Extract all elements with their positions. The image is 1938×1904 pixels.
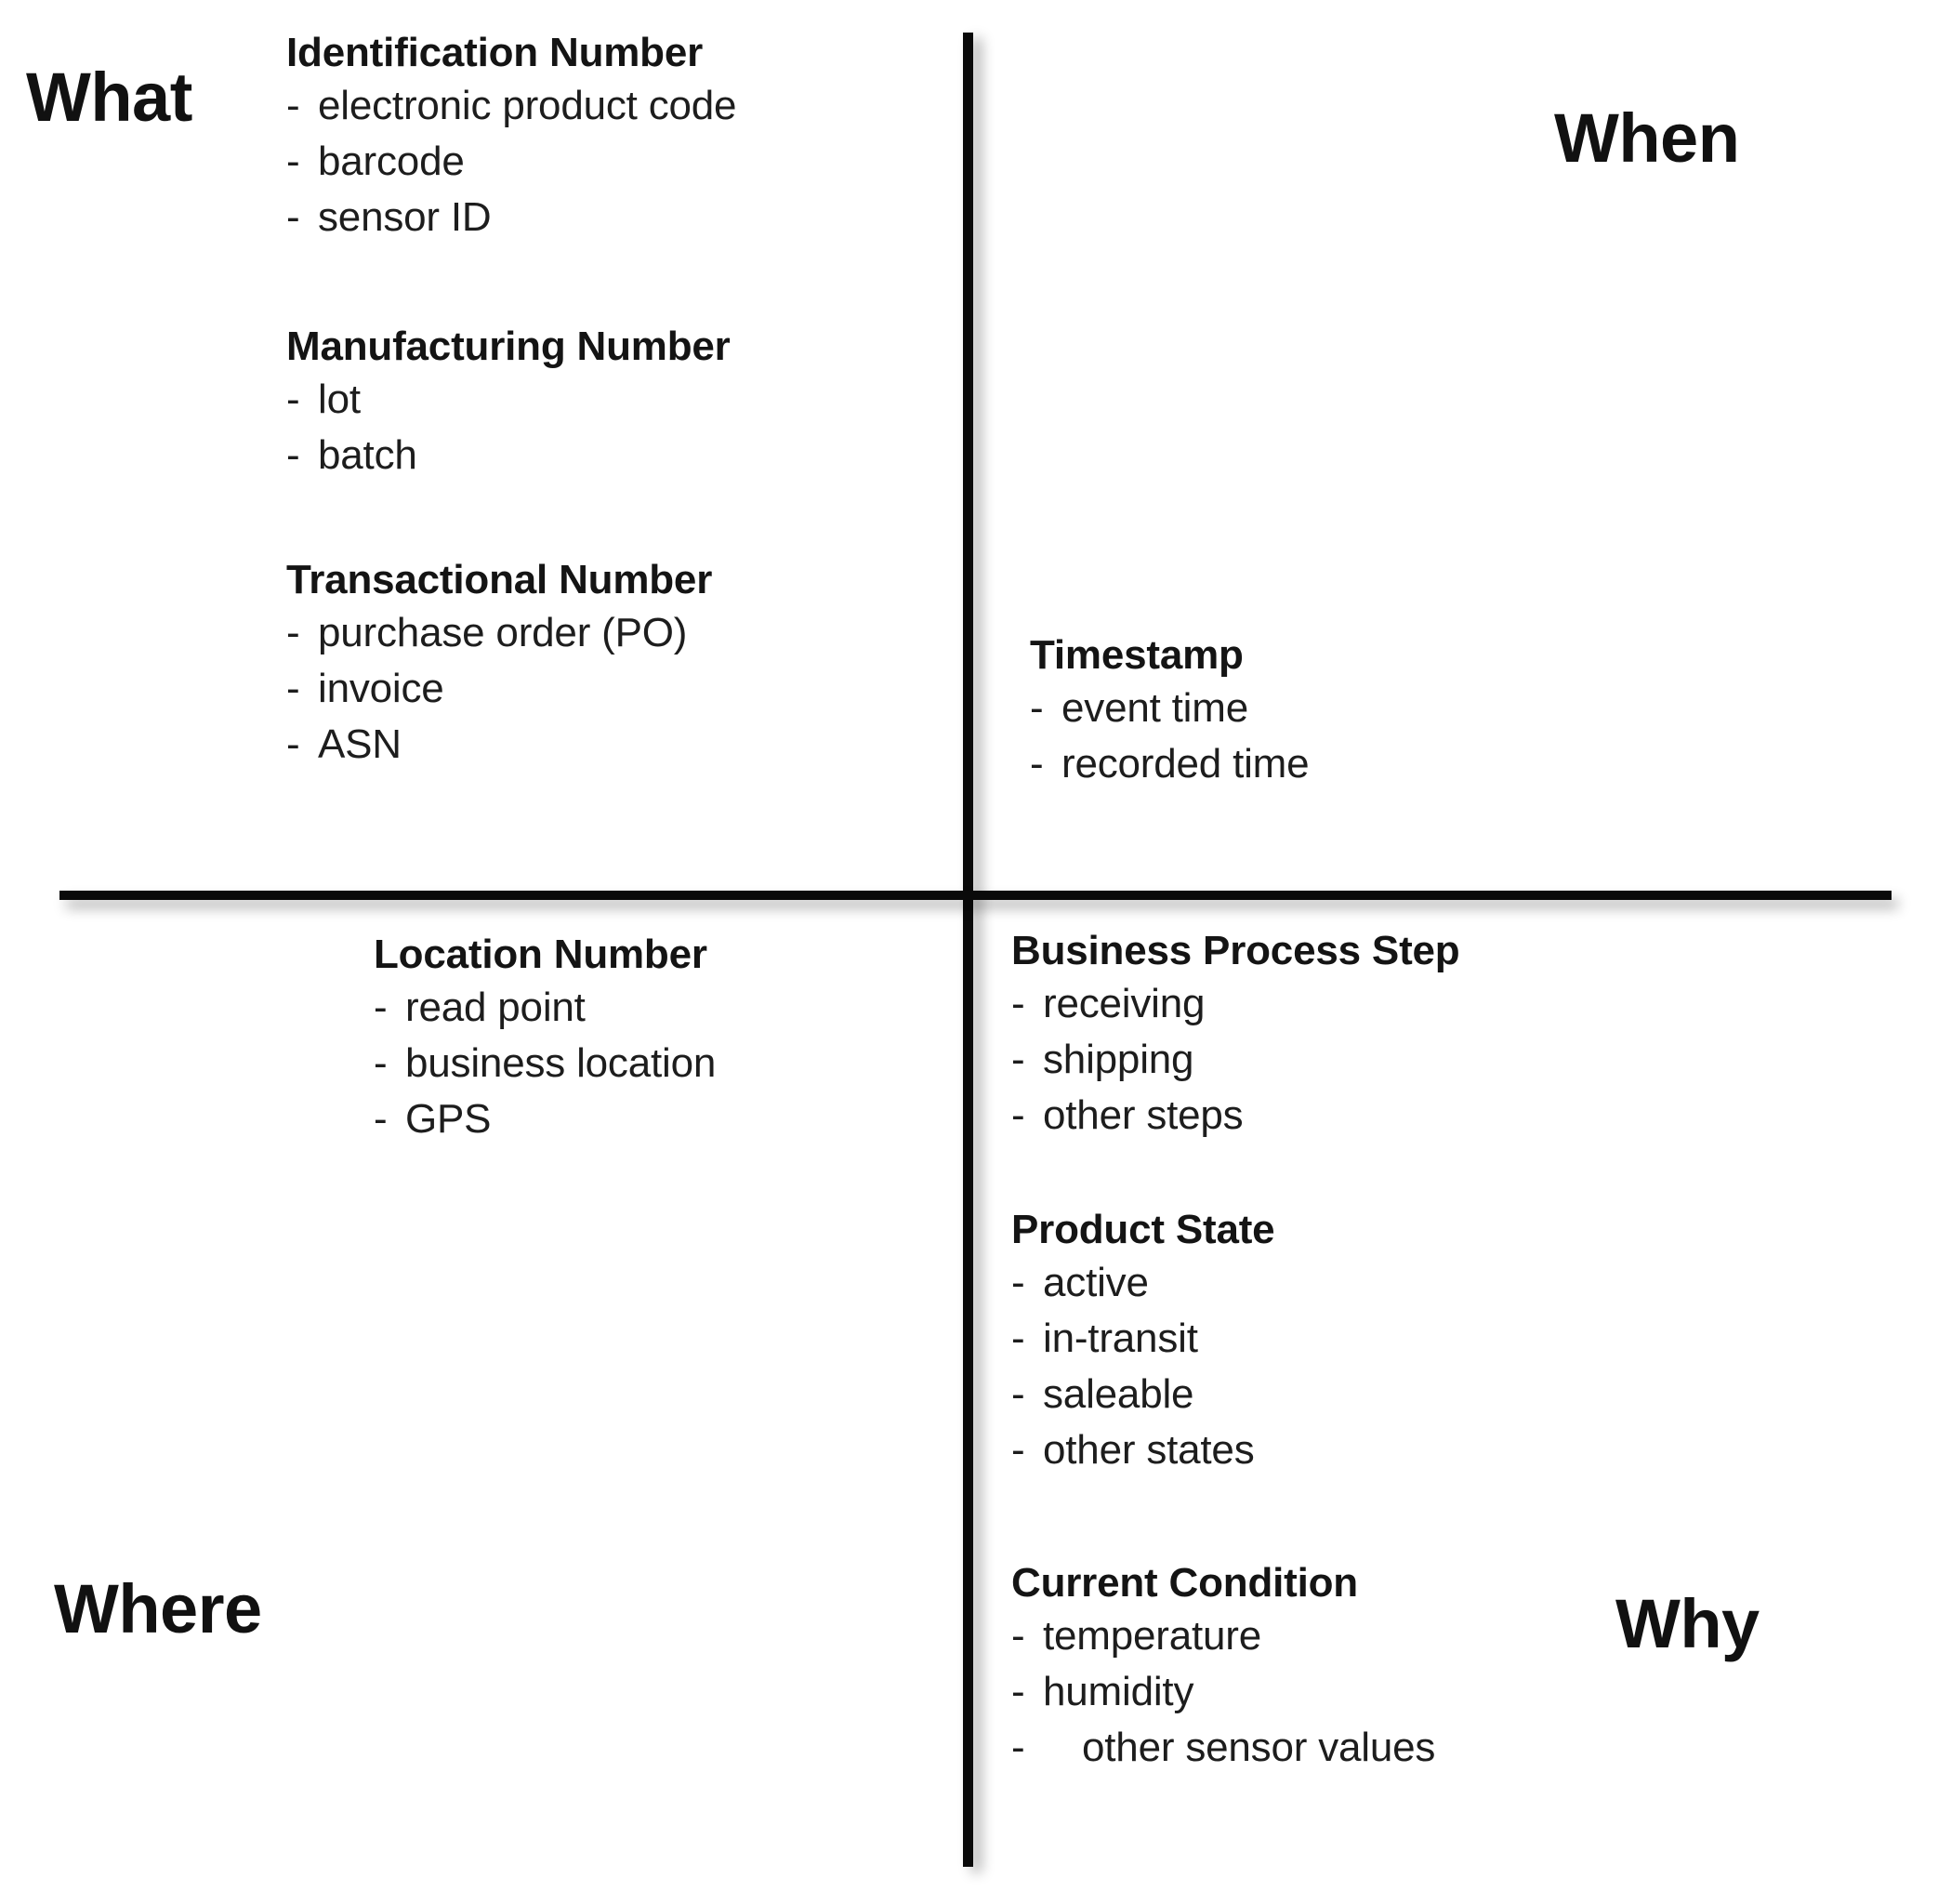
list-item: -other steps bbox=[1011, 1088, 1459, 1144]
list-item-label: in-transit bbox=[1043, 1316, 1198, 1361]
bullet-dash: - bbox=[1030, 741, 1044, 787]
list-item: -shipping bbox=[1011, 1032, 1459, 1088]
list-item-label: lot bbox=[318, 377, 361, 422]
list-item-label: event time bbox=[1061, 685, 1248, 731]
list-item-label: active bbox=[1043, 1260, 1149, 1305]
group-current-condition: Current Condition -temperature -humidity… bbox=[1011, 1558, 1435, 1776]
list-item-label: electronic product code bbox=[318, 83, 737, 128]
group-product-state: Product State -active -in-transit -salea… bbox=[1011, 1205, 1275, 1478]
horizontal-divider bbox=[59, 891, 1892, 900]
bullet-dash: - bbox=[286, 377, 300, 422]
bullet-dash: - bbox=[286, 432, 300, 478]
list-item: -batch bbox=[286, 428, 731, 483]
group-title: Product State bbox=[1011, 1207, 1275, 1252]
bullet-dash: - bbox=[1011, 1037, 1025, 1082]
list-item: -in-transit bbox=[1011, 1311, 1274, 1367]
quadrant-label-why: Why bbox=[1615, 1585, 1760, 1662]
vertical-divider bbox=[963, 33, 973, 1867]
list-item-label: recorded time bbox=[1061, 741, 1310, 787]
bullet-dash: - bbox=[286, 610, 300, 655]
group-transactional-number: Transactional Number -purchase order (PO… bbox=[286, 555, 712, 773]
bullet-dash: - bbox=[1011, 981, 1025, 1026]
group-location-number: Location Number -read point -business lo… bbox=[374, 930, 716, 1147]
list-item: -recorded time bbox=[1030, 736, 1310, 792]
list-item-label: sensor ID bbox=[318, 194, 492, 240]
group-title: Timestamp bbox=[1030, 632, 1244, 678]
list-item-label: business location bbox=[405, 1040, 717, 1086]
bullet-dash: - bbox=[1011, 1260, 1025, 1305]
group-manufacturing-number: Manufacturing Number -lot -batch bbox=[286, 322, 731, 483]
bullet-dash: - bbox=[1011, 1092, 1025, 1138]
quadrant-label-what: What bbox=[26, 59, 192, 136]
bullet-dash: - bbox=[374, 1096, 388, 1142]
list-item: -receiving bbox=[1011, 976, 1459, 1032]
bullet-dash: - bbox=[374, 985, 388, 1030]
group-title: Manufacturing Number bbox=[286, 324, 731, 369]
list-item: -humidity bbox=[1011, 1664, 1435, 1720]
list-item: -temperature bbox=[1011, 1608, 1435, 1664]
bullet-dash: - bbox=[374, 1040, 388, 1086]
list-item-label: humidity bbox=[1043, 1669, 1194, 1714]
list-item: - other sensor values bbox=[1011, 1720, 1435, 1776]
bullet-dash: - bbox=[286, 666, 300, 711]
list-item-label: barcode bbox=[318, 139, 465, 184]
list-item-label: ASN bbox=[318, 721, 402, 767]
list-item: -purchase order (PO) bbox=[286, 605, 712, 661]
list-item-label: invoice bbox=[318, 666, 444, 711]
quadrant-label-where: Where bbox=[54, 1570, 262, 1647]
list-item: -active bbox=[1011, 1255, 1274, 1311]
group-timestamp: Timestamp -event time -recorded time bbox=[1030, 630, 1310, 792]
bullet-dash: - bbox=[286, 194, 300, 240]
list-item: -lot bbox=[286, 372, 731, 428]
list-item: -event time bbox=[1030, 681, 1309, 736]
bullet-dash: - bbox=[286, 139, 300, 184]
list-item-label: read point bbox=[405, 985, 586, 1030]
list-item: -read point bbox=[374, 980, 716, 1036]
list-item-label: receiving bbox=[1043, 981, 1206, 1026]
list-item: -saleable bbox=[1011, 1367, 1274, 1422]
list-item-label: other states bbox=[1043, 1427, 1255, 1473]
group-identification-number: Identification Number -electronic produc… bbox=[286, 28, 737, 245]
bullet-dash: - bbox=[1011, 1613, 1025, 1659]
list-item: -business location bbox=[374, 1036, 716, 1091]
group-title: Transactional Number bbox=[286, 557, 713, 602]
list-item: -invoice bbox=[286, 661, 712, 717]
list-item: -electronic product code bbox=[286, 78, 737, 134]
bullet-dash: - bbox=[1011, 1316, 1025, 1361]
group-title: Identification Number bbox=[286, 30, 704, 75]
group-title: Location Number bbox=[374, 932, 707, 977]
list-item-label: GPS bbox=[405, 1096, 492, 1142]
list-item: -sensor ID bbox=[286, 190, 736, 245]
list-item-label: saleable bbox=[1043, 1371, 1194, 1417]
bullet-dash: - bbox=[286, 83, 300, 128]
bullet-dash: - bbox=[1011, 1669, 1025, 1714]
bullet-dash: - bbox=[1030, 685, 1044, 731]
list-item-label: shipping bbox=[1043, 1037, 1194, 1082]
group-title: Current Condition bbox=[1011, 1560, 1358, 1606]
list-item-label: other sensor values bbox=[1082, 1725, 1436, 1770]
bullet-dash: - bbox=[1011, 1725, 1025, 1770]
bullet-dash: - bbox=[1011, 1427, 1025, 1473]
group-title: Business Process Step bbox=[1011, 928, 1460, 973]
quadrant-label-when: When bbox=[1554, 99, 1740, 177]
bullet-dash: - bbox=[286, 721, 300, 767]
bullet-dash: - bbox=[1011, 1371, 1025, 1417]
list-item-label: other steps bbox=[1043, 1092, 1244, 1138]
list-item-label: temperature bbox=[1043, 1613, 1262, 1659]
group-business-process-step: Business Process Step -receiving -shippi… bbox=[1011, 926, 1460, 1144]
list-item-label: purchase order (PO) bbox=[318, 610, 688, 655]
list-item: -ASN bbox=[286, 717, 712, 773]
list-item: -other states bbox=[1011, 1422, 1274, 1478]
list-item: -GPS bbox=[374, 1091, 716, 1147]
list-item-label: batch bbox=[318, 432, 417, 478]
list-item: -barcode bbox=[286, 134, 736, 190]
